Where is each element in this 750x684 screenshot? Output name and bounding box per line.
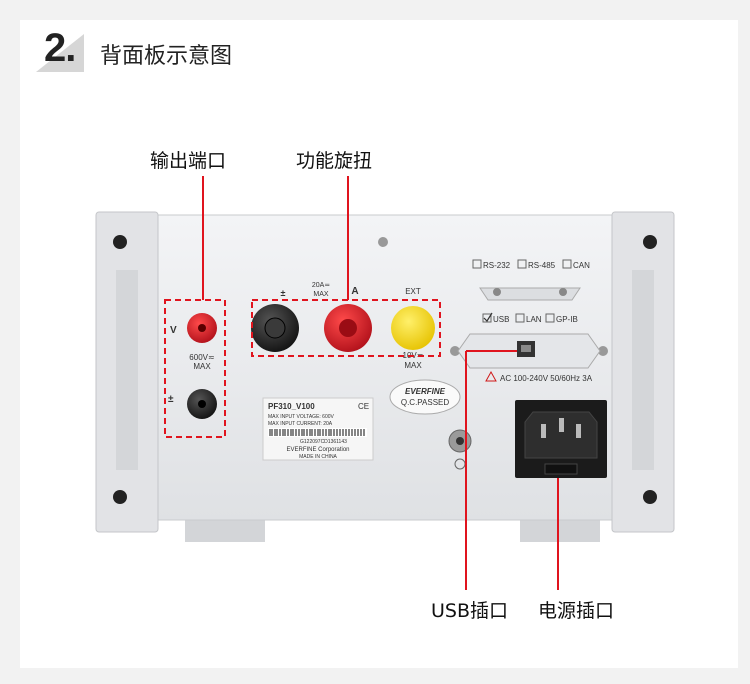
handle-left-groove	[116, 270, 138, 470]
screw-icon	[559, 288, 567, 296]
v-terminal-label: V	[170, 325, 177, 336]
qc-sticker	[389, 379, 461, 415]
qc-text: Q.C.PASSED	[401, 398, 450, 407]
power-pin-icon	[541, 424, 546, 438]
checkbox-icon	[562, 259, 572, 269]
checkbox-icon	[517, 259, 527, 269]
corp-label: EVERFINE Corporation	[286, 447, 349, 453]
function-knob-callout: 功能旋扭	[296, 150, 373, 172]
power-socket-callout: 电源插口	[538, 600, 615, 622]
screw-hole-icon	[113, 235, 127, 249]
knob-a-label: A	[351, 286, 358, 297]
screw-hole-icon	[113, 490, 127, 504]
ce-mark: CE	[358, 402, 369, 411]
v-rating-line1: 600V≂	[189, 353, 214, 362]
knob-pm-label: ±	[281, 288, 286, 298]
terminal-hole	[198, 324, 206, 332]
screw-icon	[493, 288, 501, 296]
knob-ext-label: EXT	[405, 287, 421, 296]
knob-ext-rating-line2: MAX	[404, 361, 422, 370]
power-socket-inlet	[524, 411, 598, 459]
section-number: 2.	[44, 26, 76, 70]
qc-brand: EVERFINE	[405, 387, 446, 396]
opt-can-label: CAN	[573, 261, 590, 270]
max-current-label: MAX INPUT CURRENT: 20A	[268, 421, 333, 427]
model-label: PF310_V100	[268, 402, 315, 411]
pm-terminal-label: ±	[168, 394, 174, 405]
serial-port-cover	[479, 287, 581, 301]
checkbox-icon	[472, 259, 482, 269]
barcode	[268, 428, 367, 437]
fuse-drawer	[544, 463, 578, 475]
screw-hole-icon	[643, 235, 657, 249]
terminal-hole	[198, 400, 206, 408]
screw-icon	[450, 346, 460, 356]
usb-port-callout: USB插口	[431, 600, 509, 622]
opt-lan-label: LAN	[526, 315, 542, 324]
handle-right-groove	[632, 270, 654, 470]
ext-knob[interactable]	[391, 306, 435, 350]
knob-center	[264, 317, 286, 339]
screw-icon	[598, 346, 608, 356]
usb-port-inner	[521, 345, 531, 352]
max-voltage-label: MAX INPUT VOLTAGE: 600V	[268, 414, 335, 420]
opt-usb-label: USB	[493, 315, 509, 324]
knob-a-rating-line2: MAX	[313, 291, 329, 298]
screw-hole-icon	[643, 490, 657, 504]
serial-number: G122097CD1361143	[300, 439, 347, 445]
warning-icon	[485, 370, 497, 382]
function-knob-highlight	[251, 299, 441, 357]
power-pin-icon	[576, 424, 581, 438]
knob-center	[339, 319, 357, 337]
ground-terminal-hole	[456, 437, 464, 445]
checkbox-icon	[545, 313, 555, 323]
opt-rs485-label: RS-485	[528, 261, 556, 270]
page-title: 背面板示意图	[100, 44, 233, 69]
opt-rs232-label: RS-232	[483, 261, 511, 270]
knob-a-rating-line1: 20A≂	[312, 282, 330, 289]
opt-gpib-label: GP-IB	[556, 315, 578, 324]
output-port-callout: 输出端口	[150, 150, 227, 172]
power-pin-icon	[559, 418, 564, 432]
checkbox-checked-icon	[482, 313, 492, 323]
power-spec-label: AC 100-240V 50/60Hz 3A	[500, 374, 593, 383]
checkmark-icon	[483, 312, 493, 322]
made-in-label: MADE IN CHINA	[299, 454, 337, 460]
v-rating-line2: MAX	[193, 362, 211, 371]
screw-icon	[378, 237, 388, 247]
output-port-highlight	[164, 299, 226, 438]
checkbox-icon	[515, 313, 525, 323]
